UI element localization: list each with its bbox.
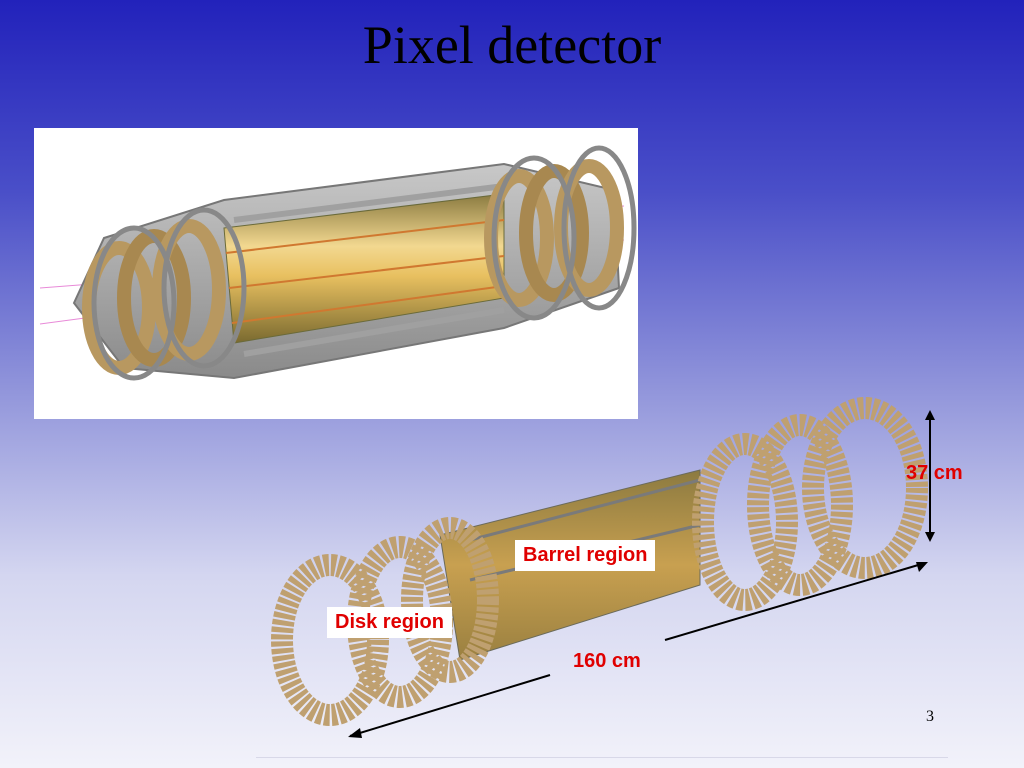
detector-photo	[34, 128, 638, 419]
disk-region-label: Disk region	[327, 607, 452, 638]
length-label: 160 cm	[573, 650, 641, 672]
slide-title: Pixel detector	[362, 15, 662, 75]
diameter-label: 37 cm	[906, 462, 963, 484]
page-number: 3	[926, 708, 934, 725]
barrel-region-label: Barrel region	[515, 540, 656, 571]
footer-divider	[256, 757, 948, 758]
